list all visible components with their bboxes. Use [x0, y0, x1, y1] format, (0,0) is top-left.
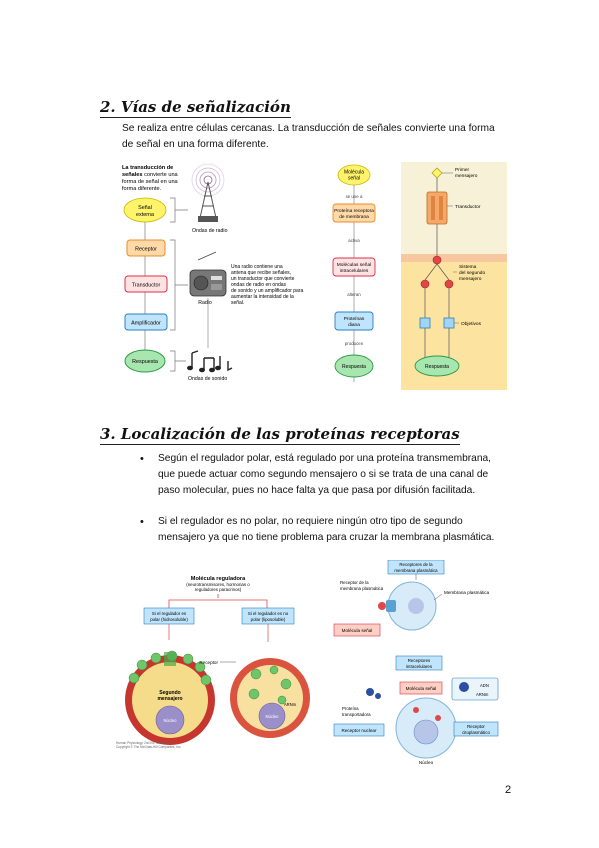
- svg-text:Human Physiology, 2nd Ed. Stua: Human Physiology, 2nd Ed. Stuart Fox: [116, 741, 171, 745]
- svg-text:Moléculas señal: Moléculas señal: [337, 262, 371, 268]
- amplificador-box: [124, 313, 168, 331]
- svg-text:del segundo: del segundo: [459, 270, 485, 276]
- svg-text:alteran: alteran: [347, 292, 361, 297]
- svg-text:Receptor: Receptor: [135, 247, 157, 253]
- svg-text:(neurotransmisores, hormonas o: (neurotransmisores, hormonas o: [186, 582, 250, 587]
- svg-text:mensajero: mensajero: [459, 276, 482, 282]
- svg-text:aumentar la intensidad de la: aumentar la intensidad de la: [231, 294, 294, 300]
- svg-text:reguladores paracrinos): reguladores paracrinos): [195, 587, 242, 592]
- svg-text:intracelulares: intracelulares: [340, 268, 369, 274]
- musical-notes-icon: [187, 350, 233, 373]
- svg-text:Molécula reguladora: Molécula reguladora: [191, 576, 246, 582]
- svg-text:de membrana: de membrana: [339, 214, 369, 220]
- svg-text:Molécula señal: Molécula señal: [342, 628, 373, 633]
- svg-text:Respuesta: Respuesta: [342, 364, 366, 370]
- svg-text:Objetivos: Objetivos: [461, 321, 482, 327]
- extracellular-area: [401, 162, 507, 262]
- svg-text:producen: producen: [345, 341, 364, 346]
- svg-text:Receptor nuclear: Receptor nuclear: [342, 728, 377, 733]
- svg-text:Ondas de sonido: Ondas de sonido: [188, 376, 227, 382]
- svg-text:polar (hidrosoluble): polar (hidrosoluble): [150, 617, 188, 622]
- svg-text:ondas de radio en ondas: ondas de radio en ondas: [231, 282, 287, 288]
- respuesta-oval: [124, 349, 166, 373]
- svg-text:de sonido y un amplificador pa: de sonido y un amplificador para: [231, 288, 303, 294]
- svg-text:Copyright © The McGraw-Hill Co: Copyright © The McGraw-Hill Companies, I…: [116, 745, 181, 749]
- receptor-box: [126, 239, 166, 257]
- svg-text:Primer: Primer: [455, 167, 470, 173]
- svg-text:Proteínas: Proteínas: [344, 316, 365, 322]
- svg-text:Segundo: Segundo: [159, 690, 180, 696]
- svg-text:externa: externa: [136, 212, 154, 218]
- svg-text:se une a: se une a: [346, 194, 363, 199]
- svg-text:Transductor: Transductor: [455, 204, 481, 210]
- svg-text:mensajero: mensajero: [455, 173, 478, 179]
- svg-text:ADN: ADN: [480, 683, 489, 688]
- section-2-paragraph: Se realiza entre células cercanas. La tr…: [122, 123, 495, 150]
- svg-text:Ondas de radio: Ondas de radio: [192, 228, 228, 234]
- svg-text:Receptores de la: Receptores de la: [399, 562, 433, 567]
- bullet-item: Según el regulador polar, está regulado …: [138, 451, 538, 499]
- svg-text:transportadora: transportadora: [342, 712, 371, 717]
- svg-text:activa: activa: [348, 238, 360, 243]
- svg-text:antena que recibe señales,: antena que recibe señales,: [231, 270, 291, 276]
- svg-text:Molécula: Molécula: [344, 170, 364, 176]
- second-messenger-figure: Molécula señal se une a Proteína recepto…: [332, 162, 507, 390]
- svg-text:polar (liposoluble): polar (liposoluble): [251, 617, 286, 622]
- svg-text:ARNm: ARNm: [476, 692, 489, 697]
- svg-text:Proteína: Proteína: [342, 706, 359, 711]
- svg-text:ARNm: ARNm: [284, 702, 297, 707]
- svg-text:Transductor: Transductor: [132, 283, 161, 289]
- svg-text:forma diferente.: forma diferente.: [122, 186, 162, 192]
- svg-text:Molécula señal: Molécula señal: [406, 686, 437, 691]
- figure1-intro-line: La transducción de: [122, 165, 173, 171]
- svg-text:señal.: señal.: [231, 300, 244, 306]
- svg-text:Receptores: Receptores: [408, 658, 431, 663]
- section-2-heading: 2. Vías de señalización: [100, 98, 291, 118]
- svg-text:intracelulares: intracelulares: [406, 664, 433, 669]
- svg-text:membrana plasmática: membrana plasmática: [394, 568, 438, 573]
- section-3-bullets: Según el regulador polar, está regulado …: [138, 451, 538, 546]
- radio-tower-icon: [191, 163, 225, 222]
- page-number: 2: [505, 784, 512, 796]
- transductor-icon: [426, 191, 448, 225]
- transductor-box: [124, 275, 168, 293]
- svg-text:Sistema: Sistema: [459, 264, 477, 270]
- svg-text:membrana plasmática: membrana plasmática: [340, 586, 384, 591]
- svg-text:Si el regulador es no: Si el regulador es no: [248, 611, 289, 616]
- radio-analogy-figure: La transducción de señales convierte una…: [122, 163, 303, 382]
- receptor-location-figure: Receptores de la membrana plasmática Rec…: [333, 560, 499, 765]
- svg-text:mensajero: mensajero: [157, 696, 182, 702]
- svg-text:Membrana plasmática: Membrana plasmática: [444, 590, 490, 595]
- svg-text:Proteína receptora: Proteína receptora: [334, 208, 374, 214]
- section-3-heading: 3. Localización de las proteínas recepto…: [100, 425, 460, 445]
- svg-text:Núcleo: Núcleo: [265, 714, 279, 719]
- svg-text:Señal: Señal: [138, 205, 152, 211]
- bullet-item: Si el regulador es no polar, no requiere…: [138, 514, 538, 546]
- svg-text:Respuesta: Respuesta: [132, 359, 158, 365]
- regulator-figure: Molécula reguladora (neurotransmisores, …: [116, 576, 310, 749]
- svg-text:un transductor que convierte: un transductor que convierte: [231, 276, 295, 282]
- svg-text:citoplasmático: citoplasmático: [462, 730, 490, 735]
- svg-text:Núcleo: Núcleo: [419, 760, 434, 765]
- svg-text:señales convierte una: señales convierte una: [122, 172, 179, 178]
- svg-text:Receptor de la: Receptor de la: [340, 580, 369, 585]
- svg-text:Si el regulador es: Si el regulador es: [152, 611, 187, 616]
- svg-text:Una radio contiene una: Una radio contiene una: [231, 264, 283, 270]
- svg-text:forma de señal en una: forma de señal en una: [122, 179, 179, 185]
- svg-text:Receptor: Receptor: [199, 660, 218, 665]
- svg-text:diana: diana: [348, 322, 360, 328]
- radio-icon: [189, 251, 227, 297]
- svg-text:Núcleo: Núcleo: [163, 718, 177, 723]
- svg-text:Respuesta: Respuesta: [425, 364, 449, 370]
- svg-text:Amplificador: Amplificador: [131, 321, 161, 327]
- svg-text:Radio: Radio: [198, 300, 212, 306]
- svg-text:señal: señal: [348, 176, 360, 182]
- svg-text:Receptor: Receptor: [467, 724, 485, 729]
